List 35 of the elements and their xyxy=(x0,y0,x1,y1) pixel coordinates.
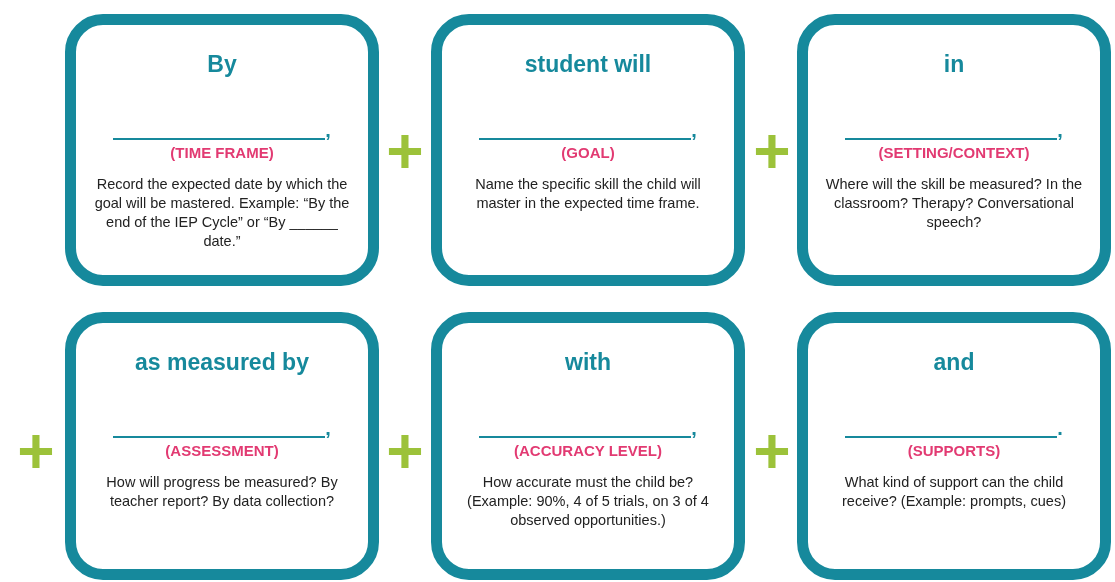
punctuation: , xyxy=(691,418,697,438)
card-heading: By xyxy=(207,51,237,78)
rounded-card xyxy=(65,312,379,580)
blank-category: (ASSESSMENT) xyxy=(165,442,279,459)
punctuation: , xyxy=(325,418,331,438)
rounded-card xyxy=(797,312,1111,580)
plus-sign: + xyxy=(385,426,425,476)
plus-sign: + xyxy=(385,126,425,176)
card-heading: with xyxy=(565,349,611,376)
rounded-card xyxy=(797,14,1111,286)
rounded-card xyxy=(65,14,379,286)
plus-sign: + xyxy=(752,426,792,476)
card-heading: in xyxy=(943,51,965,78)
blank-category: (ACCURACY LEVEL) xyxy=(513,442,663,459)
card-heading: as measured by xyxy=(135,349,309,376)
plus-sign: + xyxy=(752,126,792,176)
blank-category: (SUPPORTS) xyxy=(907,442,1001,459)
rounded-card xyxy=(431,14,745,286)
blank-category: (SETTING/CONTEXT) xyxy=(878,144,1030,161)
punctuation: , xyxy=(691,120,697,140)
card-heading: student will xyxy=(524,51,652,78)
description: Record the expected date by which the goal will be mastered. Example: “By the end of the IEP Cycle” or “By ______ date.” xyxy=(93,175,351,251)
blank-category: (TIME FRAME) xyxy=(170,144,274,161)
punctuation: . xyxy=(1057,418,1063,438)
description: What kind of support can the child receive? (Example: prompts, cues) xyxy=(841,473,1067,511)
description: How will progress be measured? By teacher report? By data collection? xyxy=(105,473,339,511)
description: How accurate must the child be? (Example: 90%, 4 of 5 trials, on 3 of 4 observed opportunities.) xyxy=(466,473,710,530)
punctuation: , xyxy=(1057,120,1063,140)
rounded-card xyxy=(431,312,745,580)
blank-category: (GOAL) xyxy=(561,144,615,161)
punctuation: , xyxy=(325,120,331,140)
plus-sign: + xyxy=(16,426,56,476)
description: Name the specific skill the child will master in the expected time frame. xyxy=(474,175,702,213)
card-heading: and xyxy=(933,349,975,376)
description: Where will the skill be measured? In the classroom? Therapy? Conversational speech? xyxy=(824,175,1084,232)
